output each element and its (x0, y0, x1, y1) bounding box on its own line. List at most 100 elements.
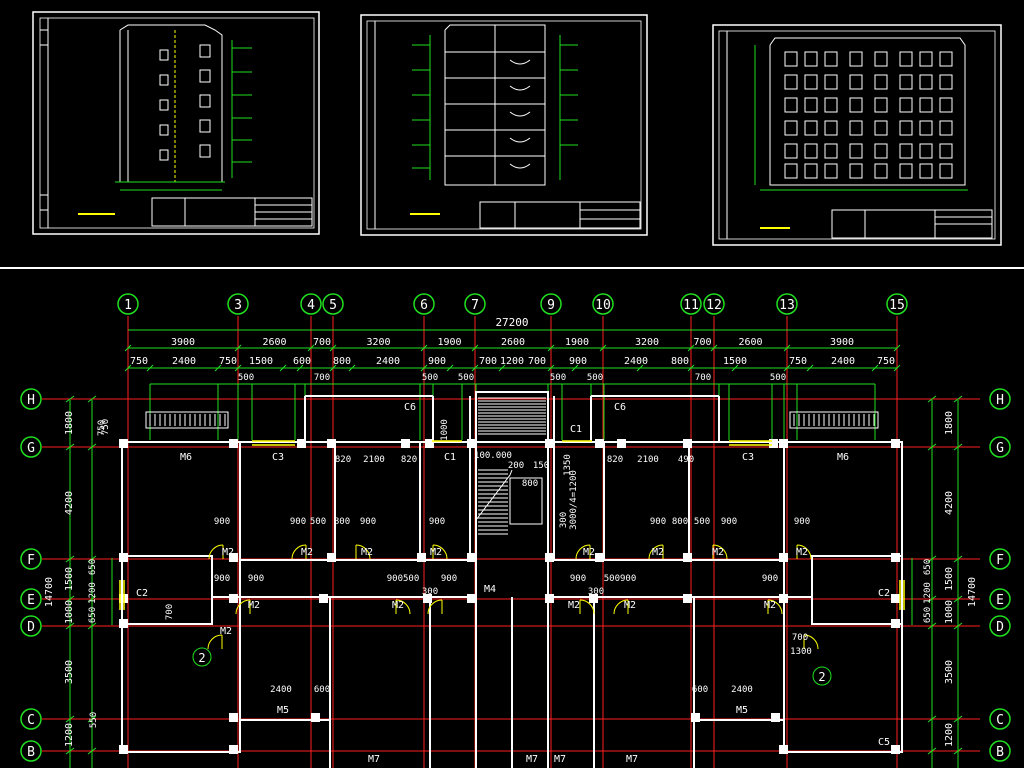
plan-label-m2-10: M2 (392, 600, 404, 611)
detail-callout-right[interactable] (812, 666, 832, 686)
left-dim-2: 1500 (64, 567, 75, 591)
axis-bubble-6[interactable] (413, 293, 435, 315)
plan-label-m2-2: M2 (301, 547, 313, 558)
plan-label-m2-13: M2 (764, 600, 776, 611)
thumbnail-section[interactable] (360, 14, 648, 236)
plan-label-m6-tr: M6 (837, 452, 849, 463)
plan-label-d900-8: 900 (214, 574, 230, 584)
axis-bubble-left-C[interactable] (20, 708, 42, 730)
plan-label-d700-b: 700 (792, 633, 808, 643)
dim-row3-5: 500 (587, 373, 603, 383)
plan-label-m2-8: M2 (796, 547, 808, 558)
axis-bubble-right-G[interactable] (989, 436, 1011, 458)
axis-bubble-4[interactable] (300, 293, 322, 315)
axis-label-right-H: H (996, 393, 1004, 408)
plan-label-d800-a: 800 (334, 517, 350, 527)
right-dim-2: 1500 (944, 567, 955, 591)
plan-label-d500-b: 500 (694, 517, 710, 527)
detail-callout-left[interactable] (192, 647, 212, 667)
axis-bubble-15[interactable] (886, 293, 908, 315)
plan-label-d100: 100.000 (474, 451, 512, 461)
plan-label-d1300: 1300 (790, 647, 812, 657)
axis-label-right-E: E (996, 593, 1004, 608)
plan-label-d600-b: 600 (692, 685, 708, 695)
windows (119, 440, 905, 610)
axis-bubble-left-G[interactable] (20, 436, 42, 458)
left-small-dim-1: 650 (88, 559, 98, 575)
axis-bubble-right-B[interactable] (989, 740, 1011, 762)
thumbnail-side-elevation[interactable] (32, 11, 320, 235)
dim-row1-0: 3900 (171, 337, 195, 348)
plan-label-d700-a: 700 (165, 604, 175, 620)
axis-bubble-left-B[interactable] (20, 740, 42, 762)
overall-dimension: 27200 (495, 316, 528, 329)
left-small-dim-2: 1200 (88, 582, 98, 604)
dim-row2-3: 1500 (249, 356, 273, 367)
plan-label-m2-9: M2 (248, 600, 260, 611)
axis-bubble-left-D[interactable] (20, 615, 42, 637)
axis-label-left-G: G (27, 441, 35, 456)
dim-row1-3: 3200 (366, 337, 390, 348)
plan-label-d3000: 3000/4=1200 (569, 470, 579, 530)
plan-label-m2-11: M2 (568, 600, 580, 611)
axis-bubble-right-E[interactable] (989, 588, 1011, 610)
axis-bubble-1[interactable] (117, 293, 139, 315)
axis-label-7: 7 (471, 298, 479, 313)
dim-row1-5: 2600 (501, 337, 525, 348)
left-dim-0: 1800 (64, 411, 75, 435)
right-dim-1: 4200 (944, 491, 955, 515)
plan-label-d900-1: 900 (214, 517, 230, 527)
dim-row2-1: 2400 (172, 356, 196, 367)
dim-row1-2: 700 (313, 337, 331, 348)
axis-bubble-left-F[interactable] (20, 548, 42, 570)
dim-row1-9: 2600 (738, 337, 762, 348)
axis-label-6: 6 (420, 298, 428, 313)
axis-bubble-right-H[interactable] (989, 388, 1011, 410)
plan-label-m5-r: M5 (736, 705, 748, 716)
axis-bubble-12[interactable] (703, 293, 725, 315)
left-total-dim: 14700 (44, 577, 55, 607)
plan-label-d2100-l: 2100 (363, 455, 385, 465)
plan-label-d300s: 300 (559, 512, 569, 528)
left-dim-5: 1200 (64, 723, 75, 747)
axis-label-right-C: C (996, 713, 1004, 728)
axis-bubble-11[interactable] (680, 293, 702, 315)
axis-bubble-left-H[interactable] (20, 388, 42, 410)
dim-row3-4: 500 (550, 373, 566, 383)
axis-bubble-right-F[interactable] (989, 548, 1011, 570)
axis-bubble-5[interactable] (322, 293, 344, 315)
axis-bubble-7[interactable] (464, 293, 486, 315)
dimension-lines (69, 329, 959, 768)
axis-bubble-10[interactable] (592, 293, 614, 315)
axis-label-11: 11 (683, 298, 699, 313)
plan-label-d900-7: 900 (794, 517, 810, 527)
dim-row2-8: 700 (479, 356, 497, 367)
left-small-dim-3: 650 (88, 607, 98, 623)
axis-bubble-right-C[interactable] (989, 708, 1011, 730)
axis-bubble-left-E[interactable] (20, 588, 42, 610)
axis-label-13: 13 (779, 298, 795, 313)
detail-callout-right-label: 2 (818, 670, 825, 684)
plan-label-d1350: 1350 (563, 454, 573, 476)
left-dim-3: 1000 (64, 600, 75, 624)
axis-label-10: 10 (595, 298, 611, 313)
axis-label-right-G: G (996, 441, 1004, 456)
axis-bubble-13[interactable] (776, 293, 798, 315)
thumbnail-front-elevation[interactable] (712, 24, 1002, 246)
axis-bubble-3[interactable] (227, 293, 249, 315)
right-small-dim-1: 1200 (923, 582, 933, 604)
plan-label-d900-2: 900 (290, 517, 306, 527)
plan-label-d150: 150 (533, 461, 549, 471)
plan-label-d500-a: 500 (310, 517, 326, 527)
axis-label-left-H: H (27, 393, 35, 408)
dim-row2-11: 900 (569, 356, 587, 367)
axis-bubble-9[interactable] (540, 293, 562, 315)
left-dim-4: 3500 (64, 660, 75, 684)
plan-label-m2-4: M2 (430, 547, 442, 558)
dim-row2-4: 600 (293, 356, 311, 367)
right-dim-3: 1000 (944, 600, 955, 624)
axis-bubble-right-D[interactable] (989, 615, 1011, 637)
dim-row1-6: 1900 (565, 337, 589, 348)
dim-row1-8: 700 (693, 337, 711, 348)
